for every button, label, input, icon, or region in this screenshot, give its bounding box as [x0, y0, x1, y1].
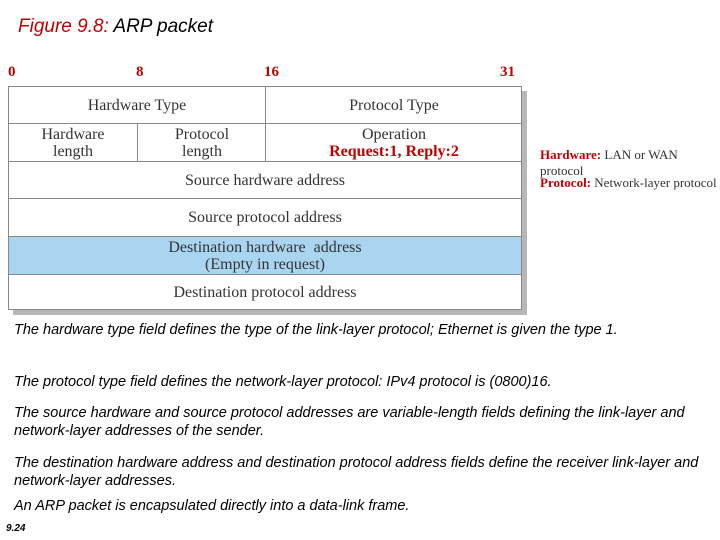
slide-title: Figure 9.8: ARP packet — [18, 16, 213, 38]
arp-packet-diagram: Hardware Type Protocol Type Hardware len… — [8, 86, 522, 310]
bit-label-0: 0 — [8, 64, 16, 80]
figure-name: ARP packet — [113, 16, 214, 37]
field-protocol-type: Protocol Type — [265, 87, 522, 123]
label-destination-hardware-note: (Empty in request) — [205, 255, 325, 273]
label-destination-protocol-address: Destination protocol address — [173, 283, 357, 301]
label-operation-values: Request:1, Reply:2 — [329, 142, 459, 160]
paragraph-source-addresses: The source hardware and source protocol … — [14, 405, 685, 439]
field-protocol-length: Protocol length — [137, 124, 266, 161]
field-hardware-length: Hardware length — [9, 124, 137, 161]
cell-destination-hardware-address: Destination hardware address (Empty in r… — [9, 237, 521, 274]
field-destination-protocol-address: Destination protocol address — [9, 275, 521, 309]
label-protocol-length-1: Protocol — [174, 125, 230, 143]
legend-protocol-key: Protocol: — [540, 175, 592, 190]
legend-protocol: Protocol: Network-layer protocol — [540, 175, 717, 191]
label-hardware-type: Hardware Type — [87, 96, 187, 114]
paragraph-hardware-type: The hardware type field defines the type… — [14, 322, 618, 338]
label-operation: Operation — [362, 125, 426, 143]
cell-destination-protocol-address: Destination protocol address — [9, 275, 521, 309]
field-source-hardware-address: Source hardware address — [9, 162, 521, 199]
paragraph-destination-addresses: The destination hardware address and des… — [14, 455, 699, 489]
field-hardware-type: Hardware Type — [9, 87, 265, 123]
row-lengths-operation: Hardware length Protocol length Operatio… — [9, 124, 521, 162]
legend-hardware-key: Hardware: — [540, 147, 602, 162]
field-operation: Operation Request:1, Reply:2 — [265, 124, 522, 161]
label-source-hardware-address: Source hardware address — [185, 171, 345, 189]
label-protocol-length-2: length — [182, 142, 222, 160]
legend-protocol-value: Network-layer protocol — [594, 175, 717, 190]
bit-label-31: 31 — [500, 64, 515, 80]
label-destination-hardware-address: Destination hardware address — [168, 238, 362, 256]
field-destination-hardware-address: Destination hardware address (Empty in r… — [9, 237, 521, 275]
figure-number: Figure 9.8: — [18, 16, 109, 37]
bit-label-16: 16 — [264, 64, 279, 80]
cell-source-hardware-address: Source hardware address — [9, 162, 521, 198]
label-protocol-type: Protocol Type — [349, 96, 439, 114]
row-types: Hardware Type Protocol Type — [9, 87, 521, 124]
legend-hardware: Hardware: LAN or WAN protocol — [540, 147, 720, 179]
label-source-protocol-address: Source protocol address — [188, 209, 342, 226]
bit-label-8: 8 — [136, 64, 144, 80]
legend-hardware-value: LAN or WAN protocol — [540, 147, 678, 178]
label-hardware-length-1: Hardware — [41, 125, 105, 143]
label-hardware-length-2: length — [53, 142, 93, 160]
paragraph-protocol-type: The protocol type field defines the netw… — [14, 374, 552, 390]
cell-source-protocol-address: Source protocol address — [9, 199, 521, 236]
page-number: 9.24 — [6, 523, 26, 534]
paragraph-encapsulation: An ARP packet is encapsulated directly i… — [14, 498, 410, 514]
field-source-protocol-address: Source protocol address — [9, 199, 521, 237]
